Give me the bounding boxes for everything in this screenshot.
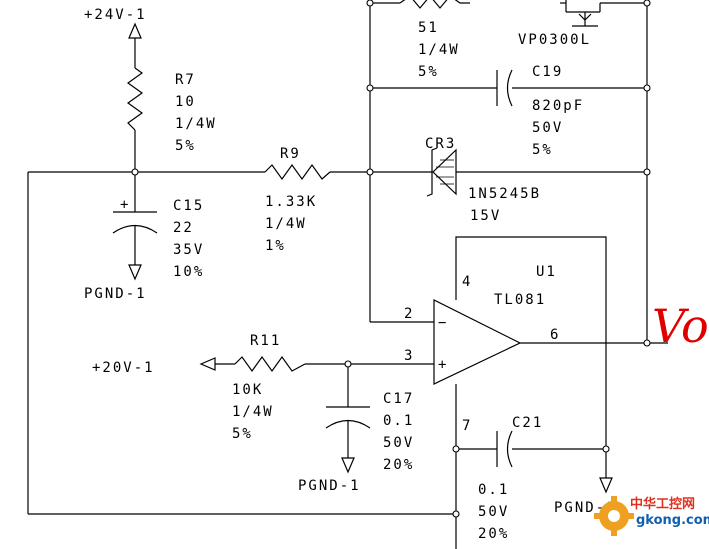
u1-plus-sign: +: [438, 357, 448, 373]
arrow-up-icon: [128, 22, 142, 39]
ground-arrow-icon: [128, 264, 142, 281]
junction-dot: [643, 84, 651, 92]
u1-pin3: 3: [404, 348, 414, 364]
ground-arrow-icon: [599, 477, 613, 494]
r9-tol: 1%: [265, 238, 286, 254]
r11-resistor: R11 10K 1/4W 5%: [232, 333, 306, 442]
vo-annotation: Vo: [652, 299, 709, 353]
r7-ref: R7: [175, 72, 196, 88]
c15-plus: +: [120, 197, 130, 213]
cr3-part: 1N5245B: [468, 186, 541, 202]
u1-pin2: 2: [404, 306, 414, 322]
r9-resistor: R9 1.33K 1/4W 1%: [264, 146, 331, 254]
pgnd-c21-label: PGND-1: [554, 500, 617, 516]
junction-dot: [602, 445, 610, 453]
junction-dot: [366, 168, 374, 176]
pgnd-c15-label: PGND-1: [84, 286, 147, 302]
c21-capacitor: C21 0.1 50V 20% PGND-1: [478, 415, 617, 542]
c19-tol: 5%: [532, 142, 553, 158]
plus24-label: +24V-1: [84, 7, 147, 23]
cr3-ref: CR3: [425, 136, 456, 152]
plus24-source: +24V-1: [84, 7, 147, 39]
top-resistor-ref: 51: [418, 20, 439, 36]
u1-pin7: 7: [462, 418, 472, 434]
watermark-url: gkong.com: [636, 513, 709, 528]
c21-ref: C21: [512, 415, 543, 431]
c19-capacitor: C19 820pF 50V 5%: [496, 64, 584, 158]
opamp-triangle-icon: [433, 299, 522, 385]
cr3-volt: 15V: [470, 208, 501, 224]
r9-value: 1.33K: [265, 194, 317, 210]
u1-pin6: 6: [550, 327, 560, 343]
cr3-zener: CR3 1N5245B 15V: [425, 136, 541, 224]
junction-dot: [643, 168, 651, 176]
wire-top-bus: [369, 0, 400, 4]
junction-dot: [643, 339, 651, 347]
u1-opamp: − + U1 TL081 4 2 3 6 7: [404, 264, 560, 434]
c17-ref: C17: [383, 391, 414, 407]
r11-tol: 5%: [232, 426, 253, 442]
plus20-source: +20V-1: [92, 357, 216, 376]
junctions: [131, 0, 651, 518]
c17-capacitor: C17 0.1 50V 20% PGND-1: [298, 391, 414, 494]
r9-ref: R9: [280, 146, 301, 162]
c17-value: 0.1: [383, 413, 414, 429]
ground-arrow-icon: [341, 457, 355, 474]
r7-value: 10: [175, 94, 196, 110]
r7-resistor: R7 10 1/4W 5%: [126, 67, 217, 154]
junction-dot: [452, 510, 460, 518]
transistor-part: VP0300L: [518, 32, 591, 48]
top-resistor: 51 1/4W 5%: [399, 0, 470, 80]
u1-minus-sign: −: [438, 315, 448, 331]
top-resistor-power: 1/4W: [418, 42, 460, 58]
r11-ref: R11: [250, 333, 281, 349]
c15-volt: 35V: [173, 242, 204, 258]
arrow-left-icon: [199, 357, 216, 371]
wires: [27, 0, 668, 549]
top-transistor: VP0300L: [518, 0, 601, 48]
wire-top-right: [600, 2, 648, 343]
c19-ref: C19: [532, 64, 563, 80]
c15-ref: C15: [173, 198, 204, 214]
c15-value: 22: [173, 220, 194, 236]
r7-tol: 5%: [175, 138, 196, 154]
plus20-label: +20V-1: [92, 360, 155, 376]
r9-power: 1/4W: [265, 216, 307, 232]
watermark-cn: 中华工控网: [630, 496, 695, 512]
junction-dot: [452, 445, 460, 453]
junction-dot: [366, 84, 374, 92]
r11-power: 1/4W: [232, 404, 274, 420]
c17-volt: 50V: [383, 435, 414, 451]
junction-dot: [131, 168, 139, 176]
c15-capacitor: + C15 22 35V 10% PGND-1: [84, 197, 204, 302]
junction-dot: [366, 0, 374, 7]
top-resistor-tol: 5%: [418, 64, 439, 80]
c17-tol: 20%: [383, 457, 414, 473]
c21-volt: 50V: [478, 504, 509, 520]
u1-ref: U1: [536, 264, 557, 280]
c21-tol: 20%: [478, 526, 509, 542]
r7-power: 1/4W: [175, 116, 217, 132]
r11-value: 10K: [232, 382, 263, 398]
junction-dot: [344, 360, 352, 368]
wire-u1-box: [455, 236, 607, 449]
u1-part: TL081: [494, 292, 546, 308]
pgnd-c17-label: PGND-1: [298, 478, 361, 494]
c15-tol: 10%: [173, 264, 204, 280]
c19-value: 820pF: [532, 98, 584, 114]
gear-icon: [594, 496, 634, 536]
u1-pin4: 4: [462, 274, 472, 290]
junction-dot: [643, 0, 651, 7]
c21-value: 0.1: [478, 482, 509, 498]
watermark: 中华工控网 gkong.com: [594, 496, 709, 536]
c19-volt: 50V: [532, 120, 563, 136]
